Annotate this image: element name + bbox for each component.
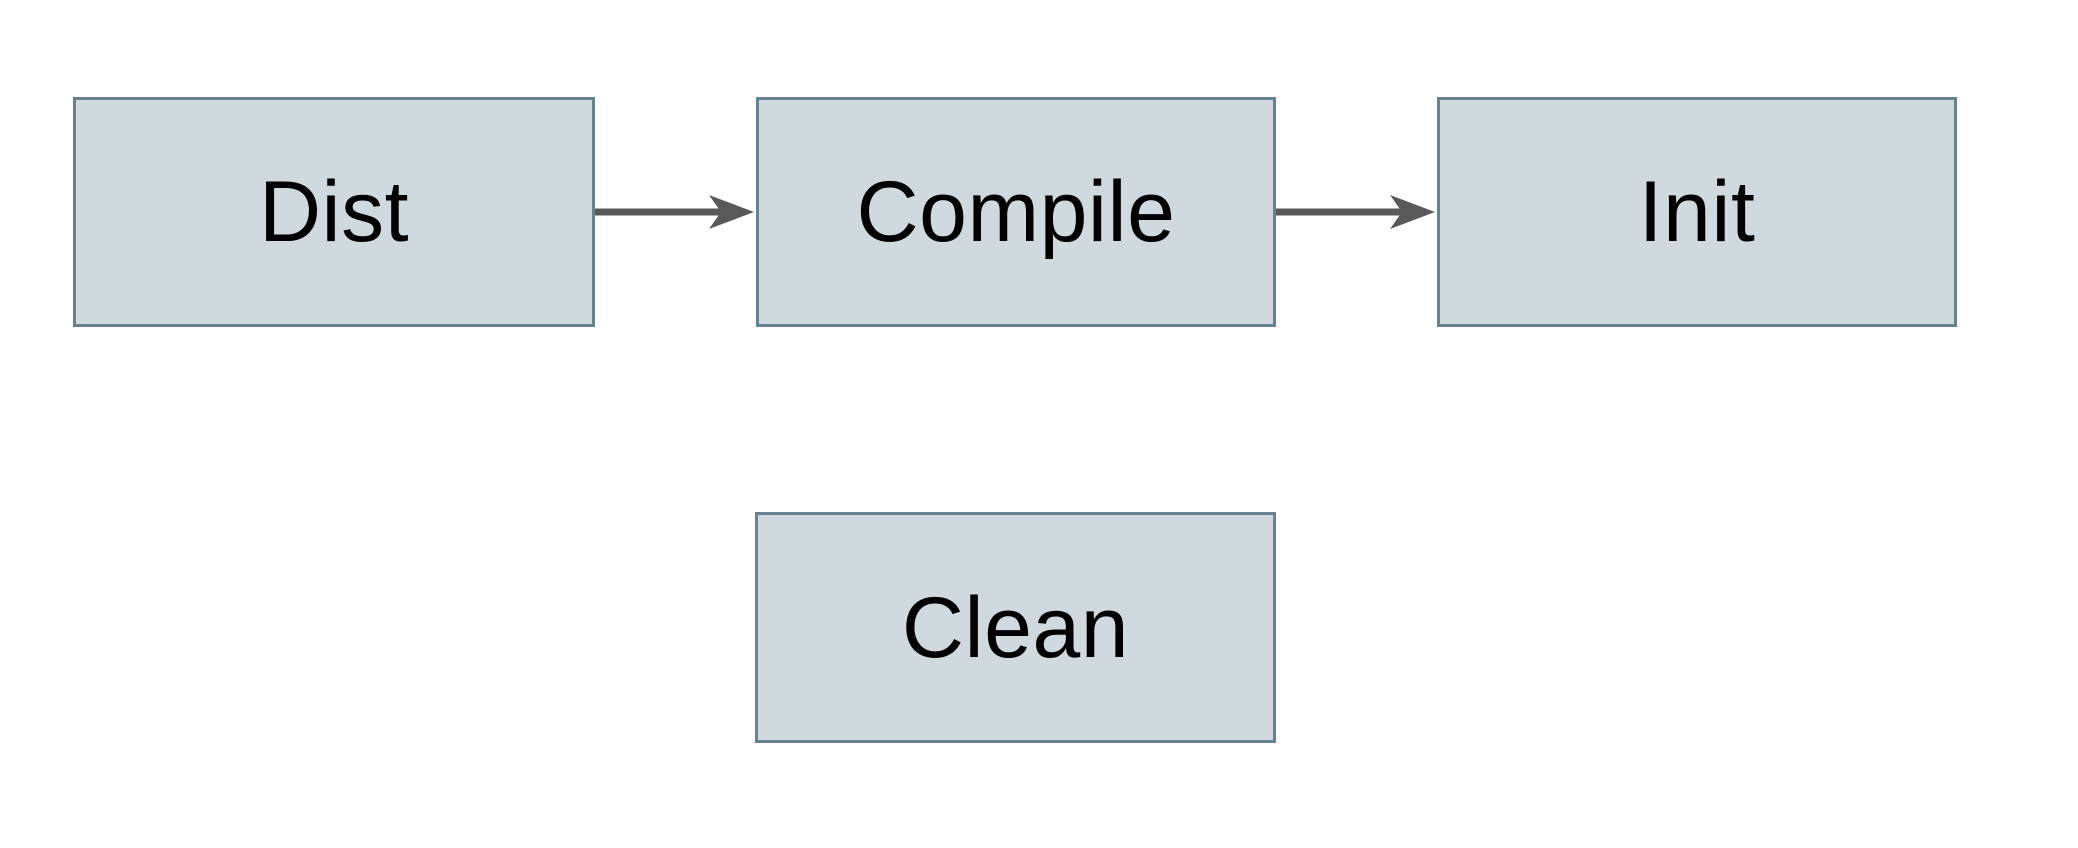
node-clean: Clean <box>755 512 1276 743</box>
arrowhead-icon <box>1390 195 1435 229</box>
node-clean-label: Clean <box>901 579 1130 676</box>
node-compile-label: Compile <box>856 164 1176 260</box>
arrow-dist-to-compile <box>595 195 754 229</box>
node-dist-label: Dist <box>258 164 410 260</box>
node-compile: Compile <box>756 97 1276 327</box>
node-init: Init <box>1437 97 1957 327</box>
arrowhead-icon <box>709 195 754 229</box>
node-init-label: Init <box>1638 164 1756 260</box>
node-dist: Dist <box>73 97 595 327</box>
arrow-compile-to-init <box>1276 195 1435 229</box>
